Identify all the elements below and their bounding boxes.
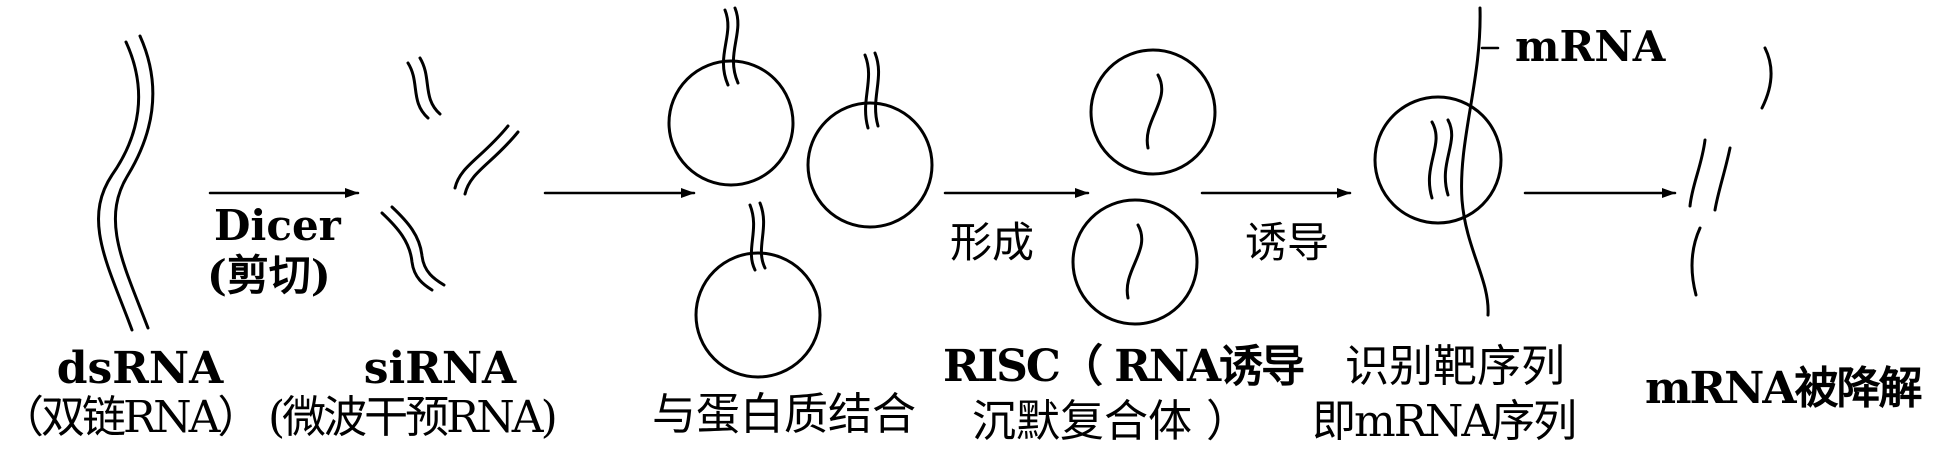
risc-complexes (1071, 48, 1217, 326)
dicer-cut-label: (剪切) (207, 251, 331, 300)
sirna-label: siRNA (363, 343, 517, 394)
degraded-label: mRNA被降解 (1645, 363, 1922, 414)
protein-complexes (667, 6, 934, 379)
target-recognition (1373, 6, 1503, 317)
sirna-fragments (380, 56, 520, 292)
risc-label-line2: 沉默复合体 ） (972, 396, 1250, 447)
degraded-mrna (1688, 46, 1773, 297)
dsrna-label: dsRNA (56, 343, 224, 394)
risc-label-line1: RISC（ RNA诱导 (943, 341, 1305, 392)
induce-label: 诱导 (1245, 218, 1330, 267)
recognition-label-line2: 即mRNA序列 (1312, 396, 1577, 447)
dsrna-strands (97, 34, 155, 332)
dsrna-desc: （双链RNA） (0, 392, 261, 443)
mrna-label: mRNA (1515, 22, 1666, 71)
dicer-label: Dicer (214, 201, 341, 250)
form-label: 形成 (950, 218, 1035, 267)
recognition-label-line1: 识别靶序列 (1345, 341, 1565, 392)
protein-bind-label: 与蛋白质结合 (652, 389, 916, 440)
sirna-desc: (微波干预RNA) (268, 392, 558, 443)
